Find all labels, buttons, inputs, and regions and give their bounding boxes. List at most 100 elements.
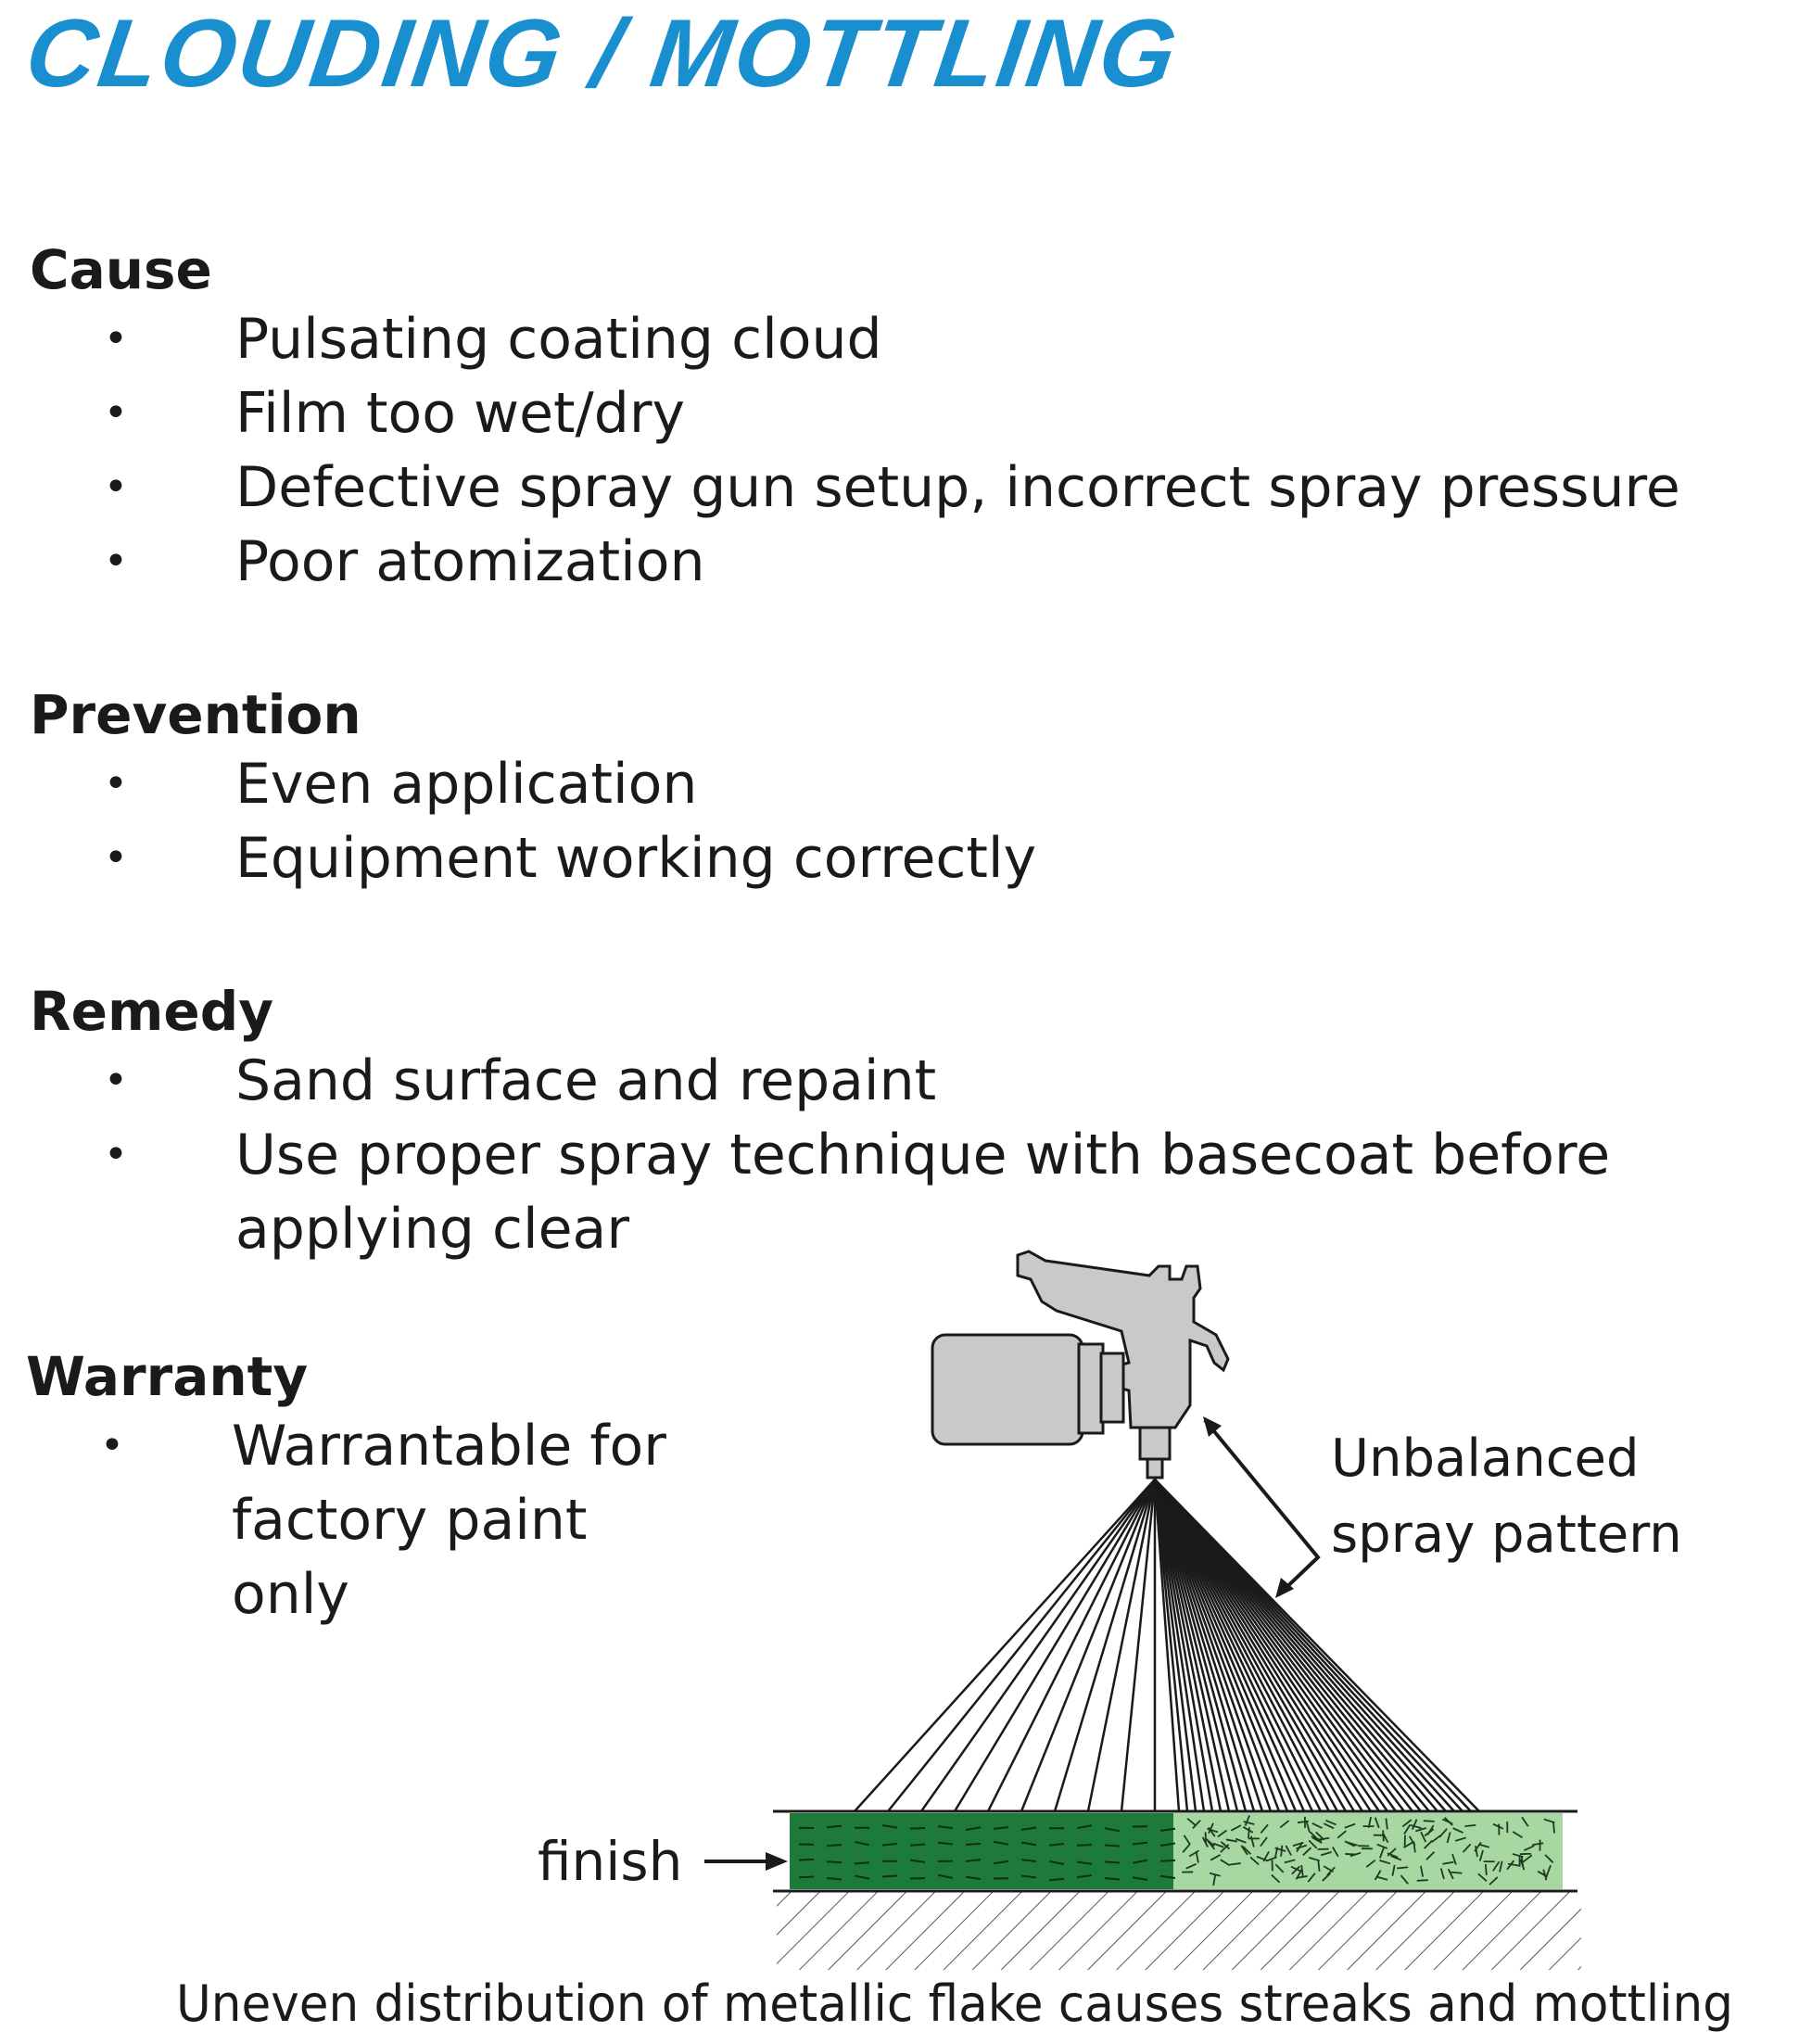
flake: [1552, 1822, 1555, 1834]
flake: [1307, 1873, 1316, 1883]
warranty-heading: Warranty: [26, 1345, 309, 1408]
flake: [1309, 1857, 1321, 1862]
warranty-section: Warranty •Warrantable for factory paint …: [26, 1350, 714, 1631]
flake: [1349, 1851, 1362, 1858]
flake: [1292, 1841, 1304, 1847]
bullet-icon: •: [104, 1131, 128, 1178]
spray-line: [1086, 1479, 1157, 1811]
flake: [1512, 1853, 1524, 1858]
flake: [1532, 1842, 1544, 1847]
flake: [1207, 1828, 1219, 1834]
flake: [1296, 1844, 1308, 1850]
flake: [1290, 1865, 1302, 1873]
flake: [1447, 1868, 1454, 1880]
flake: [826, 1860, 842, 1864]
flake: [1390, 1855, 1402, 1861]
prevention-heading: Prevention: [30, 683, 361, 746]
flake: [826, 1843, 842, 1847]
flake: [1212, 1874, 1217, 1886]
flake: [1344, 1840, 1356, 1847]
flake: [1192, 1820, 1201, 1829]
flake: [1379, 1847, 1385, 1859]
flake: [1132, 1859, 1148, 1864]
flake: [1182, 1843, 1191, 1853]
pattern-label-line1: Unbalanced: [1331, 1428, 1640, 1489]
flake: [1346, 1841, 1358, 1847]
flake: [1208, 1822, 1214, 1835]
flake: [1076, 1844, 1093, 1847]
flake: [1274, 1863, 1285, 1873]
flake: [1382, 1830, 1385, 1842]
finish-arrow-head: [766, 1852, 788, 1871]
flake: [1416, 1879, 1428, 1882]
flake: [1385, 1818, 1388, 1830]
flake: [1212, 1842, 1224, 1848]
flake: [1159, 1874, 1176, 1880]
flake: [1411, 1819, 1418, 1831]
spray-line: [1154, 1479, 1447, 1811]
flake: [1401, 1819, 1413, 1828]
flake: [1489, 1876, 1499, 1885]
flake: [1248, 1827, 1250, 1839]
spray-gun-icon: [931, 1250, 1230, 1479]
flake: [1379, 1860, 1391, 1865]
remedy-section: Remedy •Sand surface and repaint •Use pr…: [30, 984, 1644, 1266]
flake: [1344, 1822, 1356, 1829]
flake: [1185, 1863, 1197, 1870]
flake: [1274, 1847, 1286, 1852]
spray-line: [1153, 1479, 1181, 1811]
flake: [1240, 1845, 1248, 1856]
spray-line: [1153, 1479, 1381, 1811]
flake: [937, 1841, 954, 1846]
flake: [1271, 1873, 1281, 1884]
bullet-icon: •: [100, 1422, 124, 1469]
spray-line: [854, 1479, 1156, 1811]
spray-line: [953, 1479, 1157, 1811]
spray-line: [1154, 1479, 1480, 1811]
pattern-arrow-head-bottom: [1275, 1578, 1294, 1598]
flake: [1520, 1856, 1525, 1868]
flake: [1076, 1860, 1093, 1865]
list-item: •Even application: [30, 747, 1036, 821]
remedy-item-2: Use proper spray technique with basecoat…: [235, 1123, 1611, 1262]
flake: [993, 1860, 1009, 1865]
flake: [909, 1843, 926, 1847]
warranty-item-1: Warrantable for factory paint only: [232, 1414, 666, 1627]
flake: [1217, 1829, 1228, 1838]
flake: [826, 1876, 842, 1881]
flake: [1382, 1832, 1389, 1844]
flake: [993, 1826, 1009, 1830]
list-item: • Use proper spray technique with basecoa…: [30, 1118, 1644, 1266]
bullet-icon: •: [104, 538, 128, 585]
flake: [909, 1827, 926, 1830]
spray-line: [887, 1479, 1156, 1811]
flake: [1408, 1835, 1416, 1847]
flake: [1499, 1860, 1503, 1873]
flake: [1220, 1844, 1230, 1853]
flake: [965, 1826, 982, 1832]
flake: [1537, 1870, 1548, 1878]
flake: [1320, 1851, 1332, 1857]
flake: [1403, 1823, 1412, 1835]
remedy-item-1: Sand surface and repaint: [235, 1048, 937, 1113]
flake: [1305, 1821, 1311, 1833]
spray-line: [1154, 1479, 1422, 1811]
flake: [1403, 1841, 1414, 1848]
flake: [1311, 1822, 1323, 1829]
flake: [1104, 1827, 1121, 1833]
finish-dark-flakes: [798, 1824, 1176, 1882]
list-item: •Sand surface and repaint: [30, 1044, 1644, 1118]
spray-line: [1153, 1479, 1189, 1811]
flake: [1442, 1860, 1454, 1865]
flake: [1262, 1851, 1270, 1862]
flake: [1104, 1844, 1121, 1847]
spray-line: [1153, 1479, 1339, 1811]
flake: [1186, 1817, 1197, 1827]
flake: [937, 1825, 954, 1830]
flake: [1431, 1835, 1441, 1843]
flake: [1048, 1877, 1065, 1882]
spray-line: [1154, 1479, 1472, 1811]
flake: [1295, 1869, 1303, 1880]
spray-line: [1153, 1479, 1398, 1811]
flake: [1243, 1821, 1255, 1825]
